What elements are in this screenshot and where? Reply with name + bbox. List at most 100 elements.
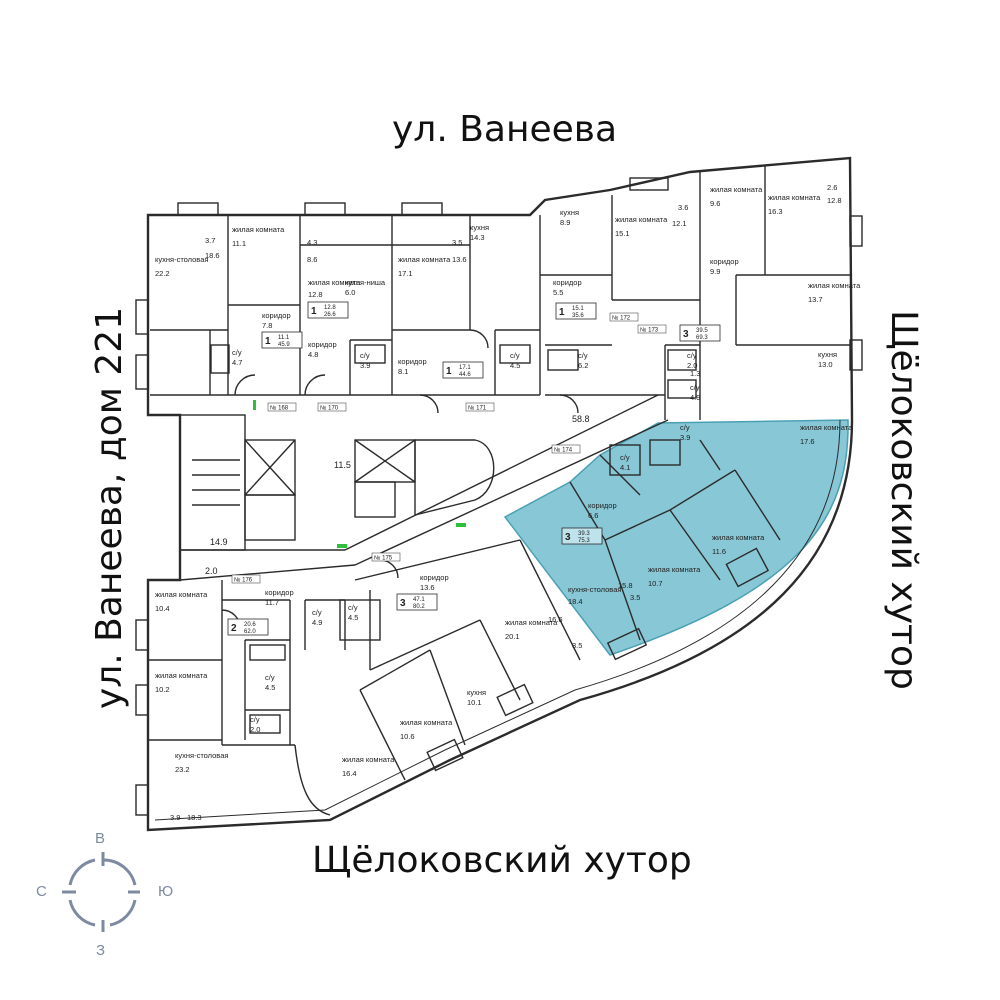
room-area: 2.0 xyxy=(205,566,218,576)
svg-text:3: 3 xyxy=(565,532,571,543)
room-name: жилая комната xyxy=(400,718,453,727)
room-area: 13.0 xyxy=(818,360,833,369)
svg-text:39.5: 39.5 xyxy=(696,328,708,334)
room-name: с/у xyxy=(312,608,322,617)
room-area: 12.1 xyxy=(672,219,687,228)
apartment-badge[interactable]: 1 15.1 35.6 xyxy=(555,302,597,320)
room-area: 22.2 xyxy=(155,269,170,278)
apartment-badge[interactable]: 1 17.1 44.6 xyxy=(442,361,484,379)
svg-text:69.3: 69.3 xyxy=(696,335,708,341)
room-area: 58.8 xyxy=(572,414,590,424)
room-area: 4.3 xyxy=(307,238,317,247)
room-name: с/у xyxy=(232,348,242,357)
room-area: 11.6 xyxy=(712,547,726,556)
bay xyxy=(629,177,669,191)
room-name: жилая комната xyxy=(768,193,821,202)
svg-text:15.1: 15.1 xyxy=(572,306,584,312)
room-area: 11.7 xyxy=(265,598,279,607)
room-area: 15.1 xyxy=(615,229,630,238)
room-name: жилая комната xyxy=(808,281,861,290)
highlighted-apartment[interactable] xyxy=(503,419,849,656)
room-area: 2.0 xyxy=(687,361,697,370)
bay xyxy=(849,339,863,371)
room-area: 3.5 xyxy=(452,238,462,247)
room-area: 3.9 xyxy=(680,433,690,442)
room-area: 11.1 xyxy=(232,239,246,248)
room-area: 9.9 xyxy=(710,267,720,276)
room-name: жилая комната xyxy=(155,590,208,599)
apartment-badge[interactable]: 1 11.1 45.9 xyxy=(261,331,303,349)
svg-text:47.1: 47.1 xyxy=(413,597,425,603)
svg-text:17.1: 17.1 xyxy=(459,365,471,371)
room-area: 9.6 xyxy=(710,199,720,208)
room-area: 4.9 xyxy=(312,618,322,627)
room-area: 10.7 xyxy=(648,579,663,588)
svg-text:3: 3 xyxy=(683,329,689,340)
street-label-left: ул. Ванеева, дом 221 xyxy=(89,306,130,710)
svg-text:12.8: 12.8 xyxy=(324,305,336,311)
room-area: 18.6 xyxy=(205,251,220,260)
room-area: 8.9 xyxy=(560,218,570,227)
green-marker xyxy=(456,523,466,527)
room-name: с/у xyxy=(687,351,697,360)
room-name: жилая комната xyxy=(308,278,361,287)
room-name: кухня-столовая xyxy=(568,585,621,594)
room-area: 12.8 xyxy=(308,290,323,299)
room-name: кухня xyxy=(470,223,489,232)
street-label-bottom: Щёлоковский хутор xyxy=(312,840,692,881)
svg-text:20.6: 20.6 xyxy=(244,622,256,628)
svg-text:39.3: 39.3 xyxy=(578,531,590,537)
room-area: 3.9 xyxy=(360,361,370,370)
room-area: 11.5 xyxy=(334,460,351,470)
room-name: с/у xyxy=(348,603,358,612)
bay xyxy=(177,202,219,216)
room-area: 18.4 xyxy=(568,597,583,606)
bay xyxy=(135,684,149,716)
svg-text:62.0: 62.0 xyxy=(244,629,256,635)
room-area: 2.0 xyxy=(250,725,260,734)
room-name: коридор xyxy=(710,257,739,266)
apartment-number: № 168 xyxy=(270,405,289,412)
apartment-number: № 170 xyxy=(320,405,339,412)
room-name: коридор xyxy=(265,588,294,597)
room-name: с/у xyxy=(578,351,588,360)
room-area: 4.1 xyxy=(620,463,630,472)
svg-text:1: 1 xyxy=(265,336,271,347)
room-name: с/у xyxy=(265,673,275,682)
street-label-top: ул. Ванеева xyxy=(392,109,618,150)
room-area: 3.5 xyxy=(572,641,582,650)
apartment-badge[interactable]: 1 12.8 26.6 xyxy=(307,301,349,319)
bay xyxy=(401,202,443,216)
building-outline xyxy=(146,156,854,832)
apartment-badge-highlighted[interactable]: 3 39.3 75.3 xyxy=(561,527,603,545)
room-area: 20.1 xyxy=(505,632,520,641)
room-area: 6.0 xyxy=(345,288,355,297)
room-area: 3.6 xyxy=(678,203,688,212)
room-area: 18.3 xyxy=(187,813,202,822)
room-area: 7.8 xyxy=(262,321,272,330)
room-area: 6.6 xyxy=(588,511,598,520)
compass-south-label: З xyxy=(96,942,106,959)
svg-text:44.6: 44.6 xyxy=(459,372,471,378)
svg-text:45.9: 45.9 xyxy=(278,342,290,348)
compass-north-label: В xyxy=(95,830,106,847)
room-area: 1.3 xyxy=(690,369,700,378)
svg-text:1: 1 xyxy=(311,306,317,317)
apartment-badge[interactable]: 3 47.1 80.2 xyxy=(396,593,438,611)
facade-inner xyxy=(154,419,841,821)
room-area: 4.5 xyxy=(265,683,275,692)
street-label-right: Щёлоковский хутор xyxy=(883,310,924,690)
room-area: 3.5 xyxy=(630,593,640,602)
apartment-badge[interactable]: 3 39.5 69.3 xyxy=(679,324,721,342)
room-name: жилая комната xyxy=(800,423,853,432)
svg-text:2: 2 xyxy=(231,623,237,634)
apartment-badge[interactable]: 2 20.6 62.0 xyxy=(227,618,269,636)
apartment-number: № 174 xyxy=(554,447,573,454)
room-area: 2.6 xyxy=(827,183,837,192)
apartment-number: № 171 xyxy=(468,405,487,412)
svg-text:3: 3 xyxy=(400,598,406,609)
room-name: с/у xyxy=(510,351,520,360)
room-area: 8.6 xyxy=(307,255,317,264)
room-area: 10.1 xyxy=(467,698,482,707)
